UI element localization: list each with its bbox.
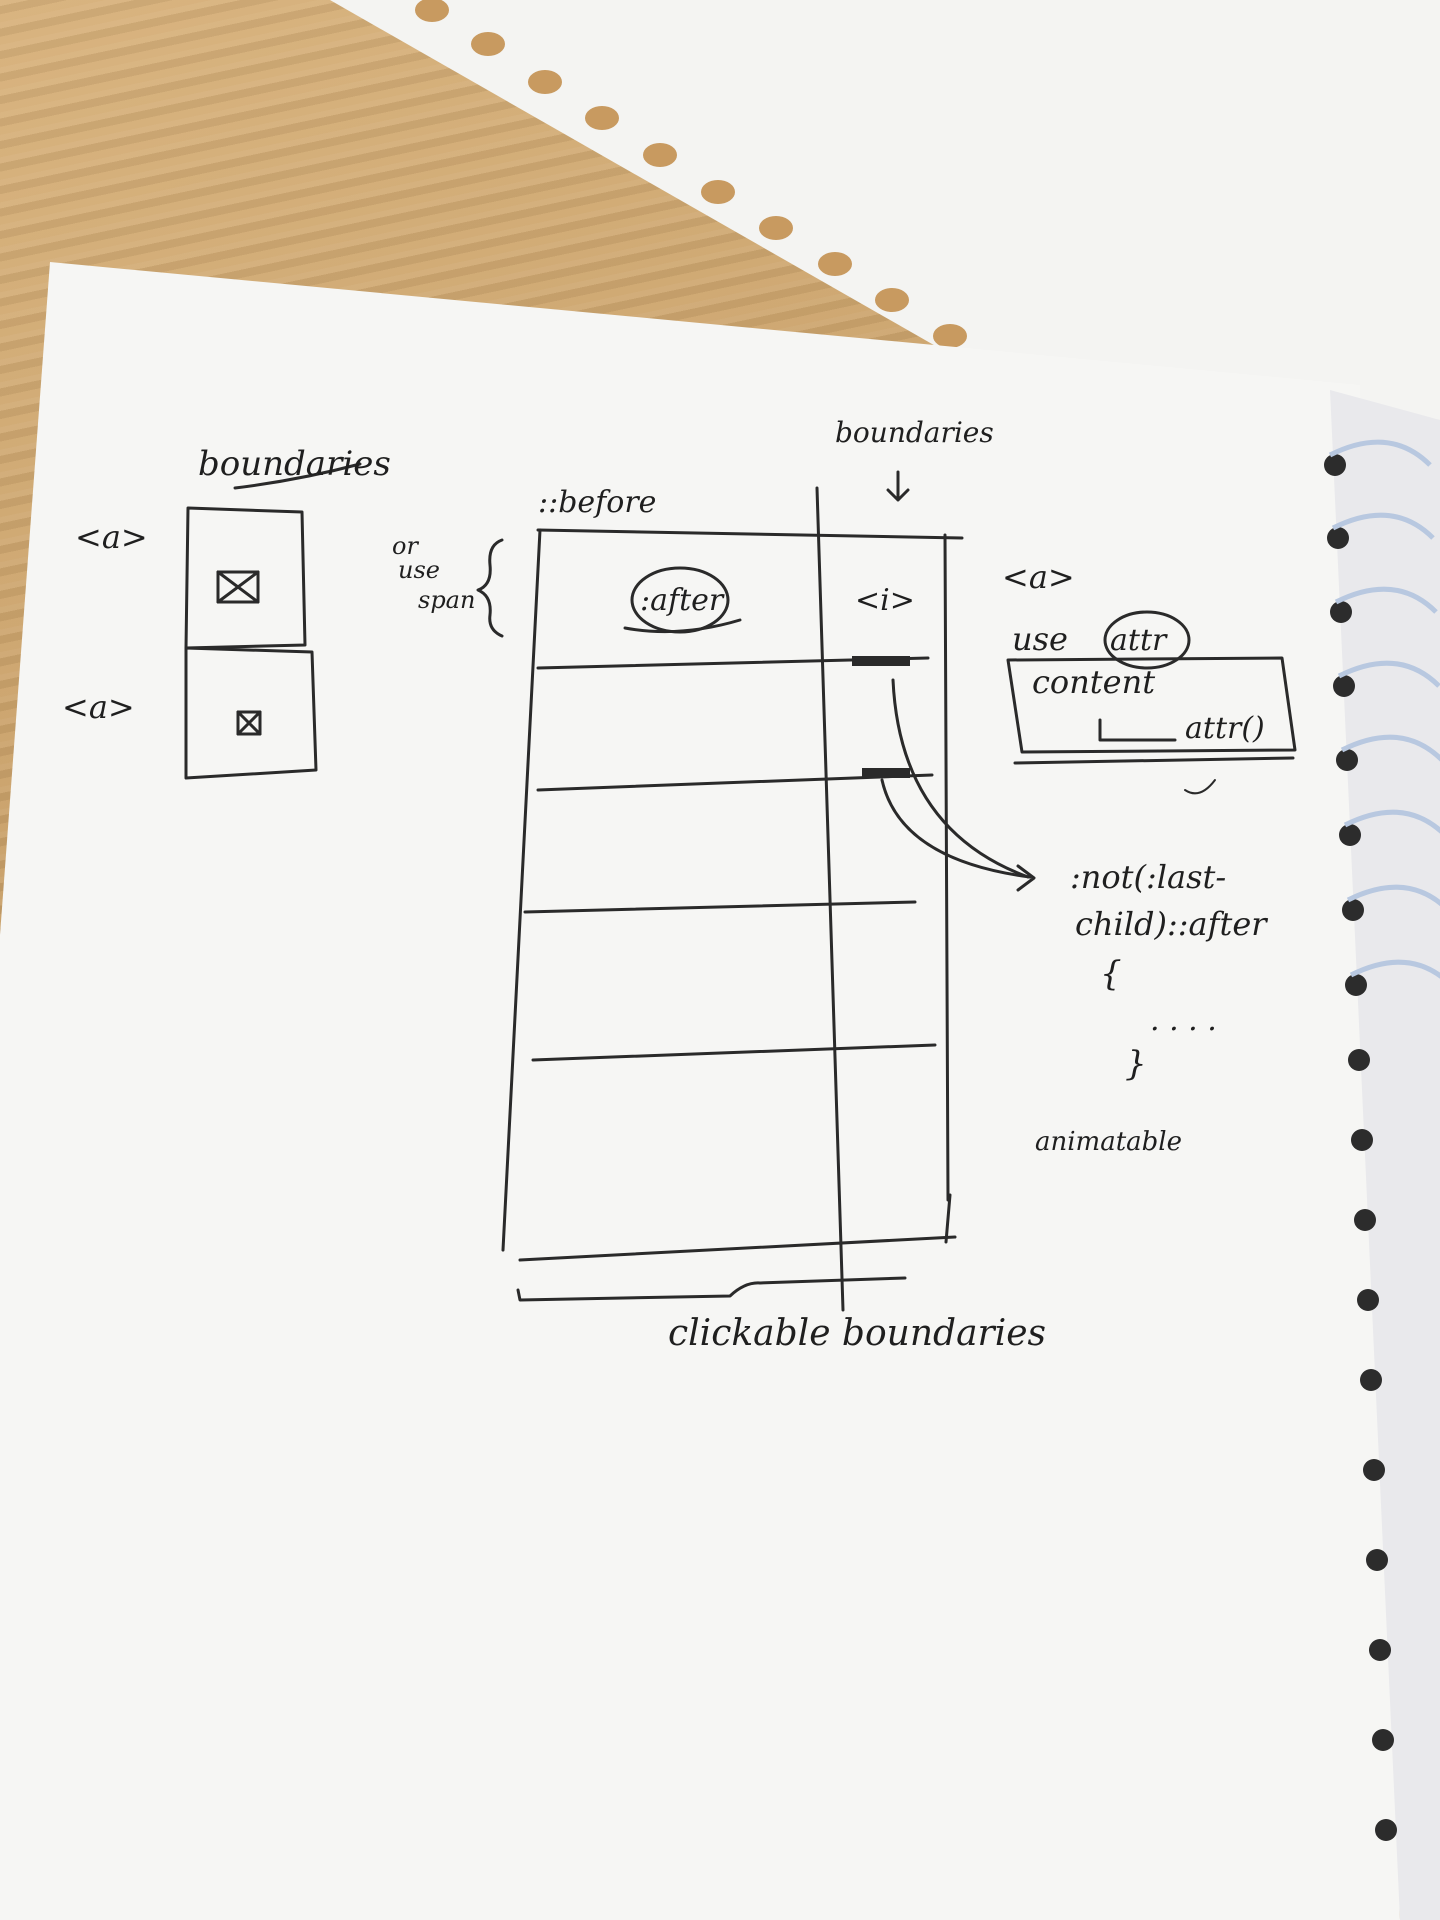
boundaries-down-arrow bbox=[886, 470, 910, 502]
label-use: use bbox=[398, 556, 440, 584]
after-marker-2 bbox=[862, 768, 910, 778]
left-a-boxes bbox=[184, 506, 318, 780]
back-paper-sheet bbox=[330, 0, 1440, 420]
label-before: ::before bbox=[538, 485, 656, 520]
spiral-binding bbox=[1324, 439, 1440, 1841]
label-after: :after bbox=[640, 583, 725, 618]
boundaries-underline bbox=[233, 462, 362, 490]
main-paper-sheet bbox=[0, 262, 1400, 1920]
span-brace bbox=[476, 538, 504, 638]
content-box bbox=[1006, 610, 1297, 765]
label-not-selector-1: :not(:last- bbox=[1070, 858, 1226, 896]
label-animatable: animatable bbox=[1035, 1127, 1182, 1157]
label-span: span bbox=[418, 586, 475, 614]
arrow-head bbox=[1016, 864, 1036, 892]
after-marker-1 bbox=[852, 656, 910, 666]
arrow-from-marker-1 bbox=[891, 678, 1030, 879]
arrow-from-marker-2 bbox=[880, 778, 1032, 879]
label-content: content bbox=[1032, 663, 1155, 701]
label-use-right: use bbox=[1012, 620, 1068, 658]
label-a-top: <a> bbox=[75, 518, 148, 556]
label-not-selector-2: child)::after bbox=[1075, 905, 1268, 943]
after-underline bbox=[623, 618, 742, 634]
label-brace-close: } bbox=[1125, 1044, 1147, 1084]
label-a-right: <a> bbox=[1002, 558, 1075, 596]
label-or: or bbox=[392, 532, 419, 560]
label-boundaries-right: boundaries bbox=[835, 416, 994, 449]
content-scribble bbox=[1184, 779, 1216, 795]
label-ellipsis: . . . . bbox=[1150, 1003, 1217, 1038]
label-attr-fn: attr() bbox=[1185, 711, 1265, 746]
label-clickable-boundaries: clickable boundaries bbox=[668, 1313, 1046, 1354]
label-i-tag: <i> bbox=[855, 583, 915, 618]
page-edge-shadow bbox=[1330, 390, 1440, 1920]
label-attr-circled: attr bbox=[1110, 623, 1168, 658]
label-boundaries-left: boundaries bbox=[198, 444, 391, 484]
label-brace-open: { bbox=[1100, 954, 1122, 994]
label-a-bottom: <a> bbox=[62, 688, 135, 726]
